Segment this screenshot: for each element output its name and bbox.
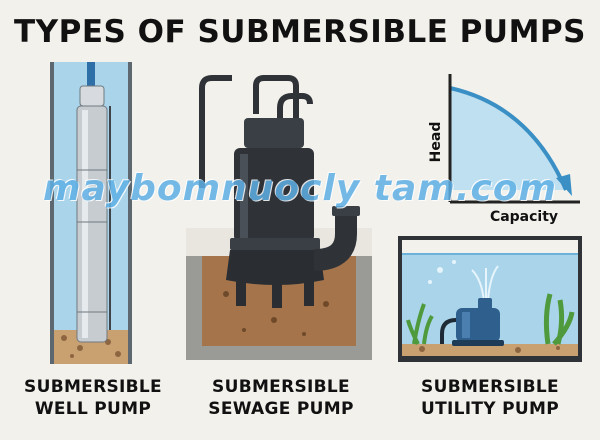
sewage-pump-cable-left-drop [199, 75, 232, 188]
curve-arrowhead [556, 174, 572, 196]
sewage-pump-discharge [313, 212, 357, 271]
utility-pump-outlet [478, 298, 492, 310]
head-capacity-chart: Head Capacity [428, 74, 580, 225]
well-pump-illustration [50, 62, 132, 364]
utility-pump-base [452, 340, 504, 346]
page-title: TYPES OF SUBMERSIBLE PUMPS [14, 14, 586, 50]
performance-curve-area [450, 88, 566, 190]
sewage-pump-flange [230, 238, 320, 250]
sewage-pump-cable-right [277, 93, 313, 124]
utility-pump-caption-line1: SUBMERSIBLE [421, 377, 559, 397]
utility-pump-caption-line2: UTILITY PUMP [421, 399, 559, 419]
right-plant [543, 293, 575, 346]
performance-curve [449, 86, 568, 191]
tank-air [402, 240, 578, 254]
utility-pump-hose [440, 318, 457, 344]
sewage-pump-volute [226, 250, 324, 285]
well-pump-head [79, 85, 105, 107]
sewage-pump-motor [234, 148, 314, 242]
x-axis-label: Capacity [490, 209, 558, 225]
utility-pump-caption: SUBMERSIBLE UTILITY PUMP [408, 376, 572, 420]
sewage-pump-caption-line2: SEWAGE PUMP [208, 399, 354, 419]
sewage-pump-leg-mid [272, 284, 282, 308]
well-pipe [87, 62, 95, 88]
sewage-pump-leg-right [304, 280, 314, 306]
sewage-pump-illustration [186, 75, 372, 360]
sewage-pump-caption: SUBMERSIBLE SEWAGE PUMP [196, 376, 366, 420]
well-pump-caption-line1: SUBMERSIBLE [24, 377, 162, 397]
utility-pump-illustration [398, 236, 582, 362]
well-pump-caption: SUBMERSIBLE WELL PUMP [10, 376, 176, 420]
left-plant [406, 303, 434, 345]
well-casing-right [128, 62, 132, 364]
tank-gravel [402, 344, 578, 356]
sewage-pump-cable-left [253, 75, 299, 120]
sewage-pump-caption-line1: SUBMERSIBLE [212, 377, 350, 397]
y-axis-label: Head [428, 122, 444, 163]
well-pump-body [76, 105, 108, 343]
sewage-pump-motor-top [244, 118, 304, 148]
well-pump-caption-line2: WELL PUMP [34, 399, 152, 419]
sewage-pump-leg-left [236, 280, 246, 306]
well-casing-left [50, 62, 54, 364]
